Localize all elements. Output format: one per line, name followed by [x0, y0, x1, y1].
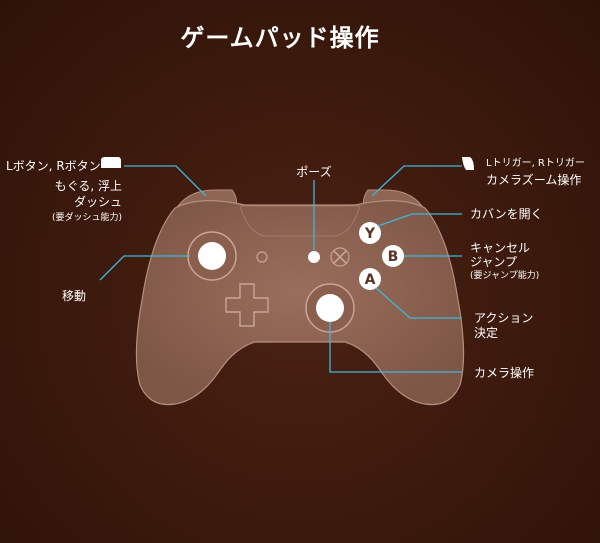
xbox-logo-icon: [330, 247, 350, 267]
y-button-label: Y: [364, 226, 376, 242]
label-dash-note: (要ダッシュ能力): [51, 213, 122, 223]
y-button[interactable]: Y: [359, 222, 381, 244]
right-stick[interactable]: [316, 294, 344, 322]
a-button[interactable]: A: [359, 268, 381, 290]
view-button[interactable]: [256, 251, 268, 263]
label-confirm: 決定: [474, 326, 499, 340]
a-button-label: A: [365, 272, 376, 288]
label-pause: ポーズ: [296, 165, 332, 179]
label-jump: ジャンプ: [470, 255, 518, 269]
b-button[interactable]: B: [382, 245, 404, 267]
label-action: アクション: [474, 311, 534, 325]
label-open-bag: カバンを開く: [470, 207, 543, 221]
b-button-label: B: [388, 249, 399, 265]
label-lt-rt: Lトリガー, Rトリガー: [486, 158, 585, 169]
bumper-icon: [101, 157, 121, 168]
page-title: ゲームパッド操作: [180, 24, 380, 52]
trigger-icon: [462, 157, 474, 170]
label-camera-zoom: カメラズーム操作: [486, 173, 582, 187]
left-stick[interactable]: [198, 242, 226, 270]
menu-button[interactable]: [308, 251, 320, 263]
label-cancel: キャンセル: [470, 241, 531, 255]
dpad[interactable]: [225, 283, 269, 327]
controller-body: [135, 200, 465, 406]
label-dash: ダッシュ: [73, 195, 122, 209]
label-camera-control: カメラ操作: [474, 366, 535, 380]
leader-lines: [99, 165, 462, 373]
label-dive-float: もぐる, 浮上: [54, 179, 122, 193]
label-jump-note: (要ジャンプ能力): [470, 271, 540, 281]
label-move: 移動: [62, 289, 87, 303]
label-lb-rb: Lボタン, Rボタン: [6, 159, 101, 173]
